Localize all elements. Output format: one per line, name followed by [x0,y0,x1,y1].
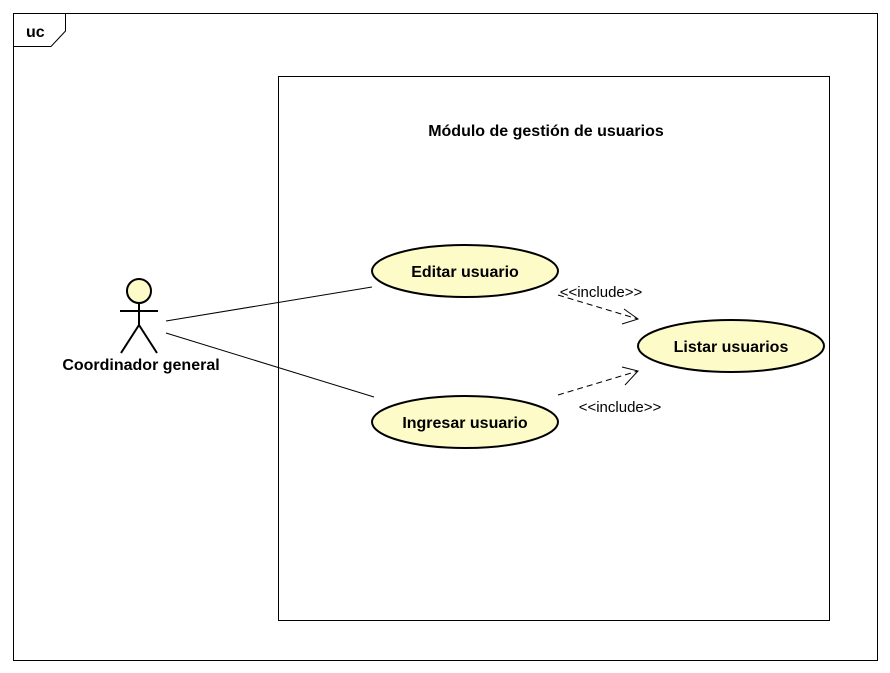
actor-icon [120,278,158,354]
actor-name: Coordinador general [62,357,219,374]
system-title: Módulo de gestión de usuarios [428,123,664,140]
usecase-editar-usuario[interactable]: Editar usuario [371,244,559,298]
usecase-listar-usuarios-label: Listar usuarios [674,339,789,356]
usecase-ingresar-usuario-label: Ingresar usuario [402,415,528,432]
include-label-2: <<include>> [579,399,662,416]
include-label-1: <<include>> [560,284,643,301]
association-edit [165,286,373,322]
include-edge-2 [557,366,639,396]
usecase-listar-usuarios[interactable]: Listar usuarios [637,319,825,373]
usecase-ingresar-usuario[interactable]: Ingresar usuario [371,395,559,449]
association-add [165,332,375,398]
frame-tab [13,13,66,47]
include-edge-1 [557,294,640,325]
usecase-editar-usuario-label: Editar usuario [411,264,519,281]
frame-label: uc [26,24,45,41]
